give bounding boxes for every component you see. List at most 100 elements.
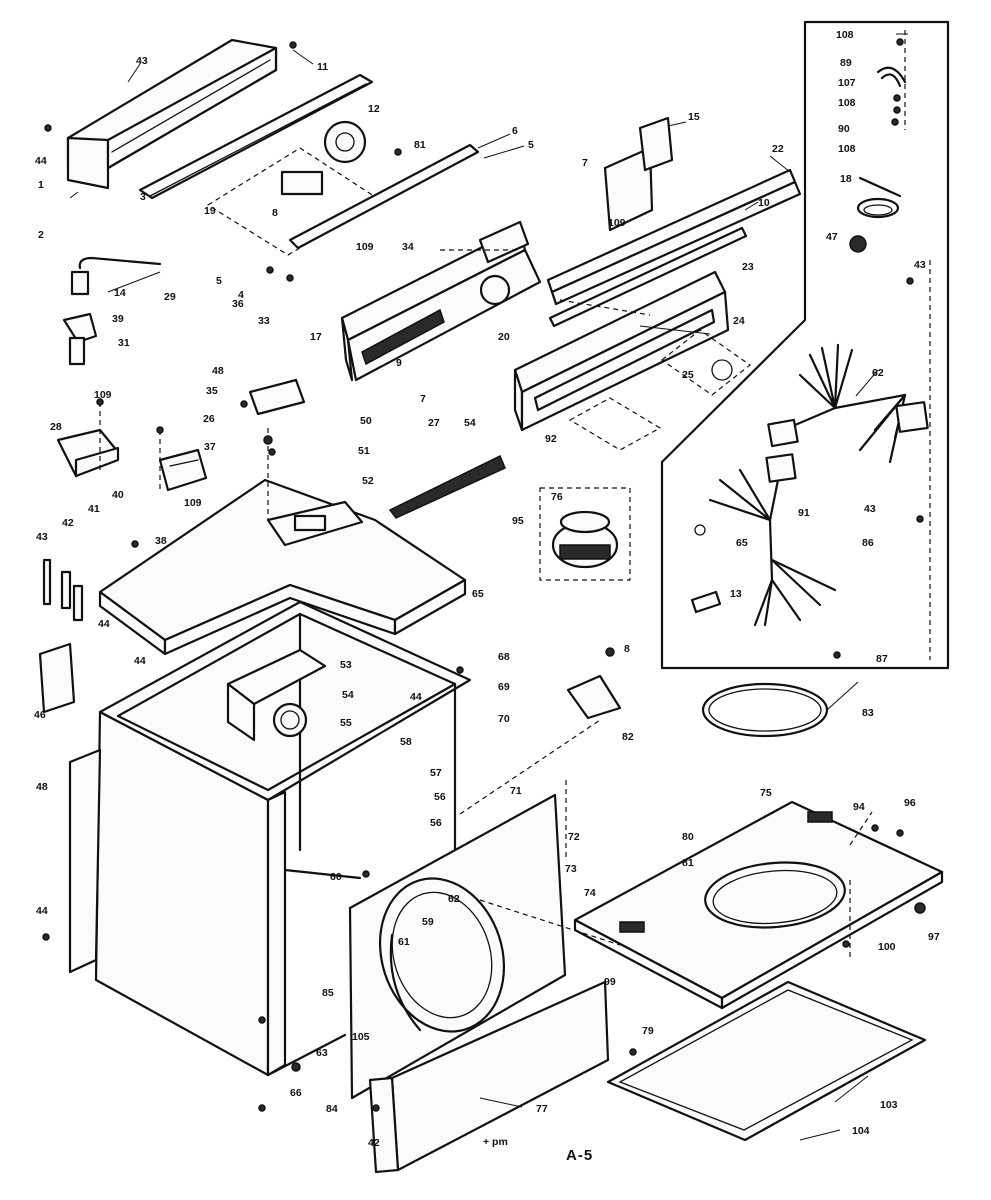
callout-20: 20 — [498, 331, 510, 343]
callout-73: 73 — [565, 863, 577, 875]
callout-85: 85 — [322, 987, 334, 999]
callout-108: 108 — [838, 97, 856, 109]
fasteners — [42, 38, 926, 1112]
callout-56: 56 — [430, 817, 442, 829]
callout-109: 109 — [356, 241, 374, 253]
callout-71: 71 — [510, 785, 522, 797]
callout-5: 5 — [216, 275, 222, 287]
callout-27: 27 — [428, 417, 440, 429]
callout-2: 2 — [38, 229, 44, 241]
callout-42: 42 — [62, 517, 74, 529]
mounting-plate — [206, 147, 382, 256]
callout-labels: 43 11 12 44 1 2 3 19 8 81 6 5 15 7 22 10… — [34, 29, 940, 1164]
callout-37: 37 — [204, 441, 216, 453]
callout-87: 87 — [876, 653, 888, 665]
callout-57: 57 — [430, 767, 442, 779]
cabinet-front-panel — [348, 793, 567, 1100]
callout-70: 70 — [498, 713, 510, 725]
callout-35: 35 — [206, 385, 218, 397]
callout-54: 54 — [464, 417, 476, 429]
lid-switch-52 — [388, 454, 506, 519]
callout-4: 4 — [238, 289, 244, 301]
callout-63: 63 — [316, 1047, 328, 1059]
callout-95: 95 — [512, 515, 524, 527]
callout-1: 1 — [38, 179, 44, 191]
drive-belt — [701, 682, 829, 738]
callout-108: 108 — [836, 29, 854, 41]
callout-65: 65 — [472, 588, 484, 600]
page-code: A-5 — [566, 1147, 593, 1164]
switch-assembly — [158, 448, 208, 492]
hinge-plate-46 — [38, 642, 76, 714]
callout-15: 15 — [688, 111, 700, 123]
control-rail — [138, 73, 374, 200]
callout-11: 11 — [317, 61, 328, 73]
callout-31: 31 — [118, 337, 130, 349]
callout-44: 44 — [410, 691, 422, 703]
callout-86: 86 — [862, 537, 874, 549]
callout-43: 43 — [36, 531, 48, 543]
callout-50: 50 — [360, 415, 372, 427]
callout-17: 17 — [310, 331, 322, 343]
callout-33: 33 — [258, 315, 270, 327]
callout-82: 82 — [622, 731, 634, 743]
callout-62: 62 — [448, 893, 460, 905]
ring-terminal-65 — [694, 524, 706, 536]
hinge-rod — [288, 143, 480, 250]
callout-8: 8 — [272, 207, 278, 219]
alignment-lines — [99, 30, 931, 960]
callout-75: 75 — [760, 787, 772, 799]
callout-58: 58 — [400, 736, 412, 748]
callout-29: 29 — [164, 291, 176, 303]
callout-109: 109 — [94, 389, 112, 401]
rubber-bumper-48 — [248, 378, 306, 416]
callout-97: 97 — [928, 931, 940, 943]
motor-bracket — [226, 648, 327, 742]
callout-91: 91 — [798, 507, 810, 519]
callout-59: 59 — [422, 916, 434, 928]
callout-23: 23 — [742, 261, 754, 273]
callout-79: 79 — [642, 1025, 654, 1037]
callout-36: 36 — [232, 298, 244, 310]
callout-43: 43 — [864, 503, 876, 515]
callout-12: 12 — [368, 103, 380, 115]
grommet-47 — [849, 235, 867, 253]
callout-19: 19 — [204, 205, 216, 217]
water-valve — [56, 428, 120, 478]
washer-top-plate — [573, 800, 944, 1010]
callout-65: 65 — [736, 537, 748, 549]
callout-92: 92 — [545, 433, 557, 445]
callout-105: 105 — [352, 1031, 370, 1043]
panel-mark: + pm — [483, 1136, 508, 1148]
callout-66: 66 — [290, 1087, 302, 1099]
callout-80: 80 — [682, 831, 694, 843]
callout-44: 44 — [134, 655, 146, 667]
power-cord-18 — [856, 176, 902, 219]
callout-62: 62 — [872, 367, 884, 379]
callout-22: 22 — [772, 143, 784, 155]
callout-26: 26 — [203, 413, 215, 425]
callout-103: 103 — [880, 1099, 898, 1111]
callout-84: 84 — [326, 1103, 338, 1115]
callout-83: 83 — [862, 707, 874, 719]
callout-104: 104 — [852, 1125, 870, 1137]
callout-44: 44 — [98, 618, 110, 630]
callout-74: 74 — [584, 887, 596, 899]
callout-34: 34 — [402, 241, 414, 253]
switch-bracket — [603, 116, 674, 232]
callout-48: 48 — [36, 781, 48, 793]
pump-assembly — [539, 487, 631, 581]
toe-kick-panel — [368, 980, 610, 1174]
callout-28: 28 — [50, 421, 62, 433]
callout-54: 54 — [342, 689, 354, 701]
callout-109: 109 — [184, 497, 202, 509]
callout-8: 8 — [624, 643, 630, 655]
fill-funnel — [62, 312, 98, 366]
callout-44: 44 — [35, 155, 47, 167]
callout-39: 39 — [112, 313, 124, 325]
hinge-pins — [42, 558, 84, 622]
console-front-panel — [513, 270, 730, 432]
callout-60: 60 — [330, 871, 342, 883]
callout-72: 72 — [568, 831, 580, 843]
